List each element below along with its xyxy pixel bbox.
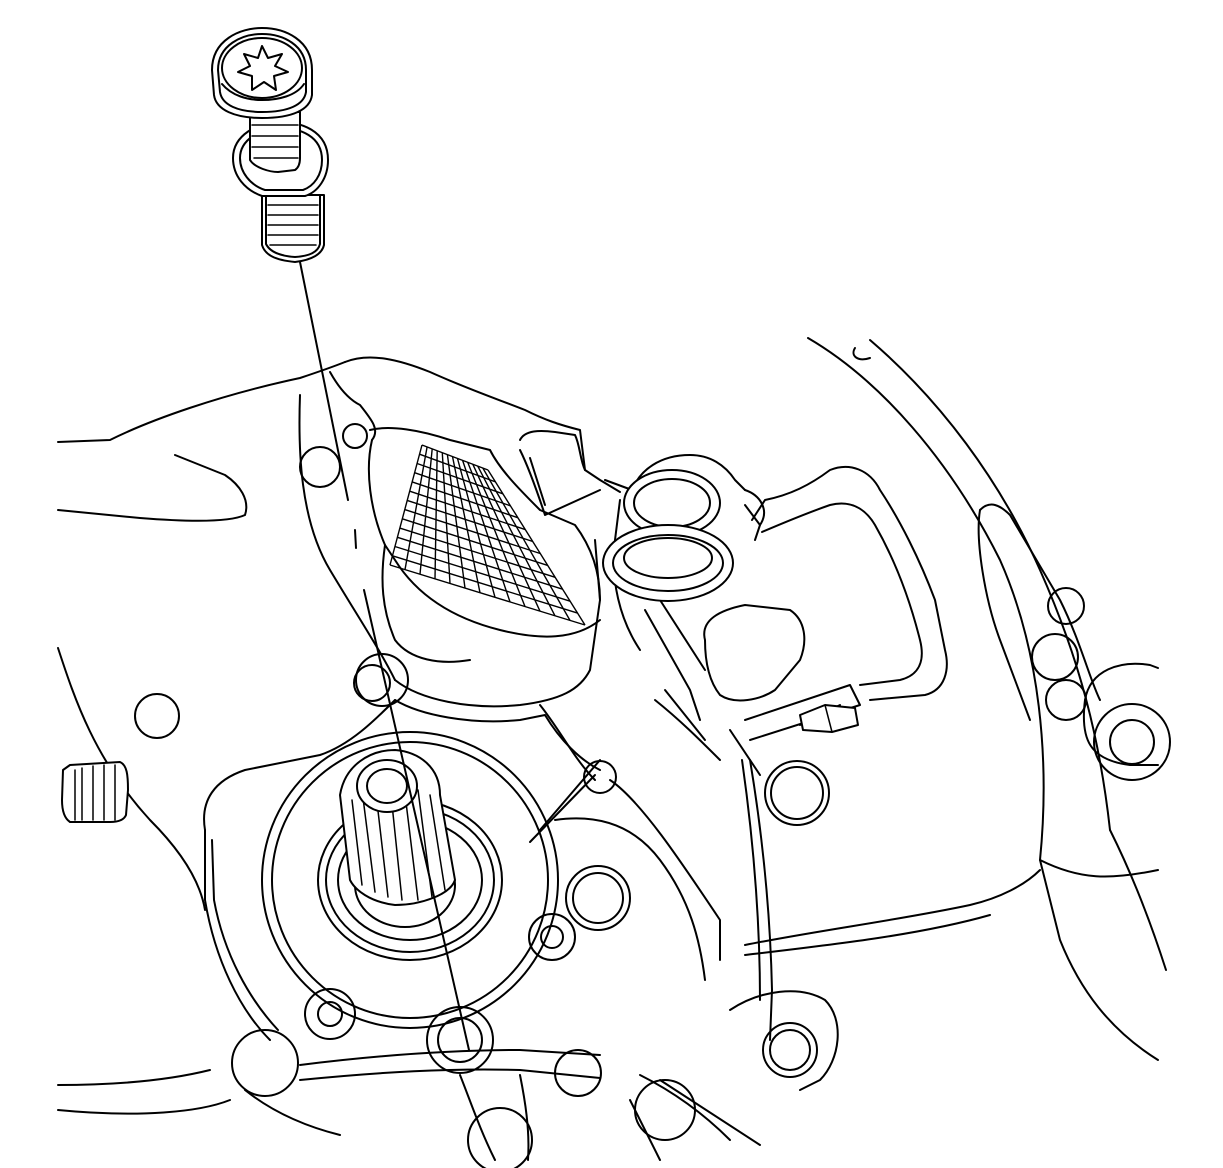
sealant-grid-line [419, 448, 433, 575]
sealant-grid-line [419, 453, 496, 483]
sealant-grid-line [416, 462, 504, 495]
filler-plug-icon [602, 469, 734, 602]
sealant-grid-line [394, 545, 571, 602]
sealant-grid-line [409, 490, 526, 531]
sealant-grid-line [389, 444, 423, 566]
sealant-grid-line [421, 444, 489, 471]
sealant-grid-line [392, 555, 578, 614]
sealant-grid-line [434, 450, 438, 579]
sealant-grid-line [404, 446, 428, 570]
sealant-grid-line [389, 564, 586, 626]
sealant-grid-line [456, 458, 496, 598]
sealant-grid-line [482, 467, 571, 621]
sealant-grid-line [451, 456, 481, 593]
sealant-grid-line [406, 499, 534, 543]
alignment-line-icon [299, 261, 470, 1051]
sealant-grid-line [477, 465, 556, 617]
sealant-grid-line [472, 463, 541, 612]
input-shaft-icon [261, 731, 559, 1029]
sealant-grid-line [441, 452, 451, 584]
transmission-case-icon [57, 337, 1171, 1168]
sealant-grid-line [397, 536, 563, 590]
sealant-grid-line [404, 508, 541, 555]
sealant-grid-line [461, 460, 511, 603]
bolt-icon [211, 27, 329, 263]
sealant-area-icon [389, 444, 586, 626]
sealant-grid-line [487, 469, 586, 626]
sealant-grid-line [414, 472, 511, 507]
sealant-grid-line [446, 454, 466, 589]
sealant-grid-line [467, 462, 526, 607]
sealant-grid-line [411, 481, 519, 519]
sealant-grid-line [402, 518, 548, 567]
torx-head-icon [237, 45, 289, 91]
sealant-grid-line [399, 527, 556, 578]
